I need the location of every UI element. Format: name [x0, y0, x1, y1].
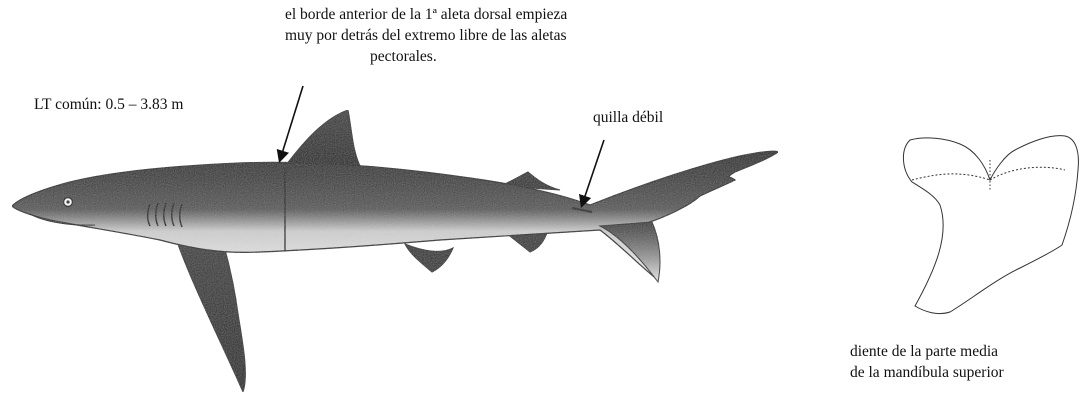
shark-body — [11, 150, 780, 282]
tooth-caption-line-1: diente de la parte media — [850, 343, 999, 360]
keel-arrow — [579, 139, 605, 209]
gill-slits — [147, 202, 183, 228]
blue-shark-drawing — [11, 109, 780, 394]
caudal-keel — [571, 207, 593, 213]
dorsal-note-arrow — [276, 85, 304, 164]
tooth-caption-line-2: de la mandíbula superior — [850, 364, 1004, 381]
caudal-fin-lower-lobe — [598, 221, 661, 284]
first-dorsal-fin — [285, 109, 361, 167]
mouth-line — [29, 213, 96, 226]
pelvic-fin — [403, 243, 455, 273]
dorsal-note-line-1: el borde anterior de la 1ª aleta dorsal … — [285, 6, 568, 23]
tooth-drawing — [903, 135, 1079, 315]
dorsal-note-line-2: muy por detrás del extremo libre de las … — [285, 27, 567, 44]
tooth-caption: diente de la parte media de la mandíbula… — [850, 341, 1004, 383]
keel-label: quilla débil — [593, 109, 664, 126]
pupil — [66, 200, 70, 204]
pectoral-fin — [174, 235, 246, 394]
dorsal-fin-note: el borde anterior de la 1ª aleta dorsal … — [285, 4, 567, 67]
dorsal-note-line-3: pectorales. — [370, 48, 437, 65]
total-length-label: LT común: 0.5 – 3.83 m — [34, 96, 184, 113]
